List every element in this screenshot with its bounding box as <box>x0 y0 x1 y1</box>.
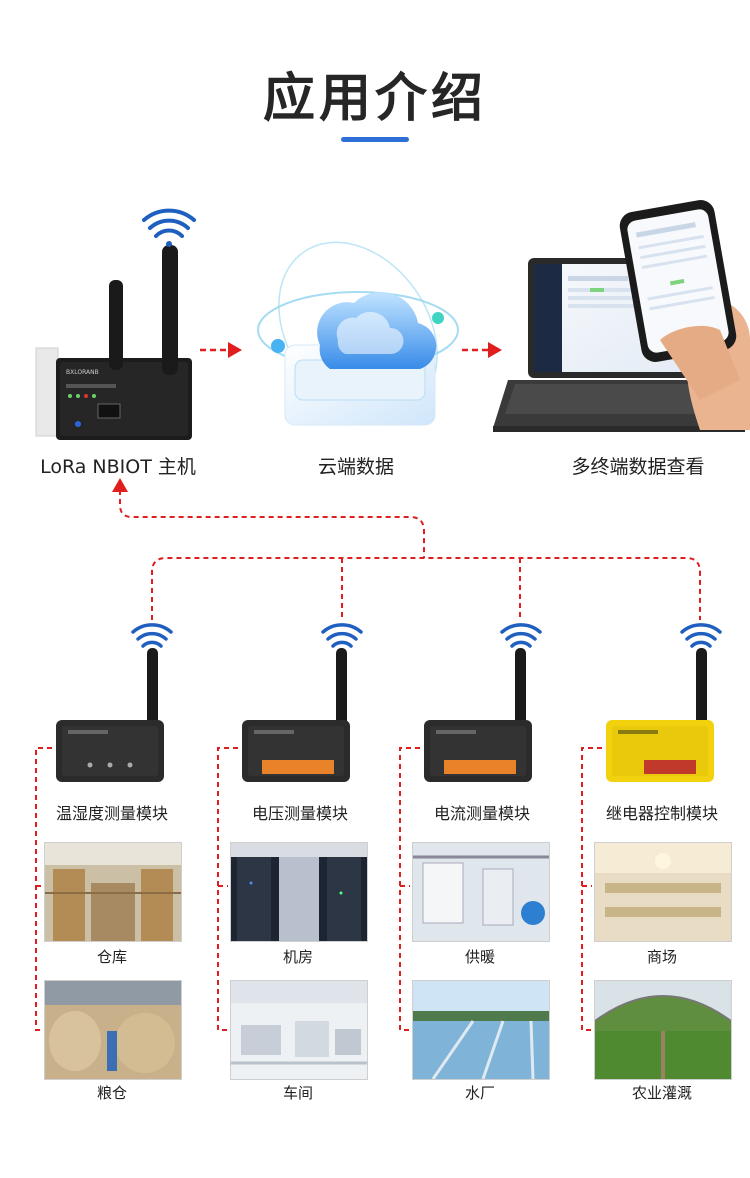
module-label-relay: 继电器控制模块 <box>605 804 718 823</box>
scene-label-water-plant: 水厂 <box>464 1084 495 1102</box>
scene-label-heating: 供暖 <box>464 948 495 966</box>
current-module-device <box>424 648 532 782</box>
title-underline <box>341 137 409 142</box>
relay-module-device <box>606 648 714 782</box>
scene-label-mall: 商场 <box>646 948 677 966</box>
svg-text:BXLORANB: BXLORANB <box>66 369 99 376</box>
phone-in-hand-icon <box>619 200 750 430</box>
terminals-label: 多终端数据查看 <box>571 456 705 478</box>
scene-label-workshop: 车间 <box>282 1084 313 1102</box>
host-device: BXLORANB <box>35 245 192 440</box>
scene-connectors <box>35 747 602 1031</box>
page-title: 应用介绍 <box>262 69 487 129</box>
cloud-icon <box>257 241 459 426</box>
arrow-to-host <box>112 478 128 492</box>
temp-humidity-module-device <box>56 648 164 782</box>
host-label: LoRa NBIOT 主机 <box>40 456 196 478</box>
cloud-label: 云端数据 <box>317 456 394 478</box>
scene-label-warehouse: 仓库 <box>96 948 127 966</box>
wifi-icon <box>680 623 722 648</box>
module-label-temp-humidity: 温湿度测量模块 <box>55 804 168 823</box>
module-network-connector <box>119 490 701 620</box>
connector-cloud-to-terminals <box>462 342 502 358</box>
wifi-icon <box>500 623 542 648</box>
wifi-icon <box>131 623 173 648</box>
module-label-current: 电流测量模块 <box>433 804 530 823</box>
connector-host-to-cloud <box>200 342 242 358</box>
scene-label-server-room: 机房 <box>282 948 313 966</box>
scene-photo-server-room <box>230 842 368 942</box>
scene-photo-water-plant <box>412 980 550 1080</box>
scene-photo-agriculture <box>594 980 732 1080</box>
scene-photo-workshop <box>230 980 368 1080</box>
scene-photo-mall <box>594 842 732 942</box>
voltage-module-device <box>242 648 350 782</box>
scene-label-granary: 粮仓 <box>96 1084 127 1102</box>
scene-photo-granary <box>44 980 182 1080</box>
scene-label-agriculture: 农业灌溉 <box>631 1084 692 1102</box>
scene-photo-heating <box>412 842 550 942</box>
wifi-icon <box>321 623 363 648</box>
scene-photo-warehouse <box>44 842 182 942</box>
module-label-voltage: 电压测量模块 <box>251 804 348 823</box>
wifi-icon <box>142 208 196 247</box>
